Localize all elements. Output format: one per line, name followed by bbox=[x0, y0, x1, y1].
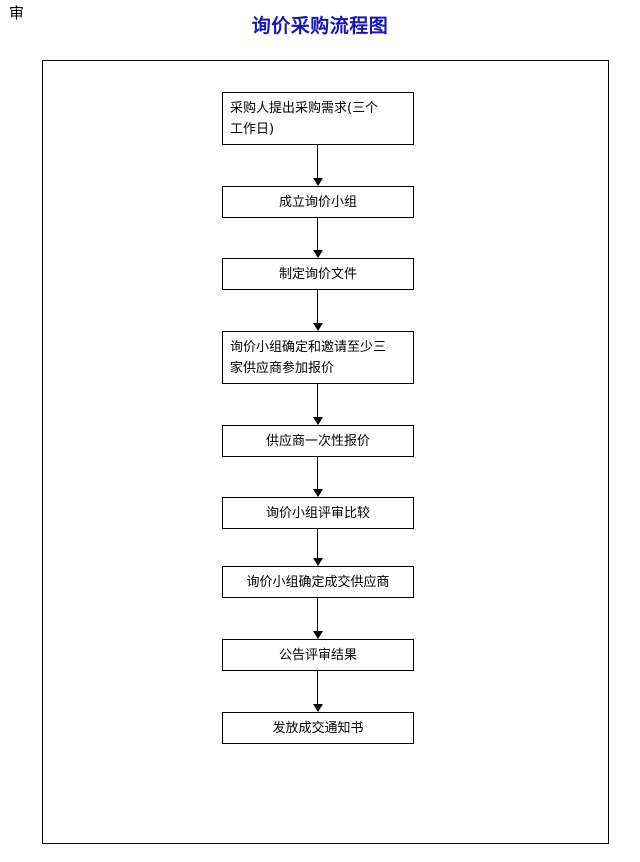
connector-4-to-5 bbox=[317, 384, 318, 417]
flow-node-5[interactable]: 供应商一次性报价 bbox=[222, 425, 414, 457]
arrowhead-1-to-2 bbox=[313, 178, 323, 186]
corner-annotation-character: 审 bbox=[9, 4, 25, 22]
page-title: 询价采购流程图 bbox=[251, 15, 389, 37]
arrowhead-4-to-5 bbox=[313, 417, 323, 425]
flow-node-9[interactable]: 发放成交通知书 bbox=[222, 712, 414, 744]
connector-8-to-9 bbox=[317, 671, 318, 704]
arrowhead-6-to-7 bbox=[313, 558, 323, 566]
connector-2-to-3 bbox=[317, 218, 318, 250]
diagram-outer-frame bbox=[42, 60, 609, 844]
flow-node-3[interactable]: 制定询价文件 bbox=[222, 258, 414, 290]
flow-node-4[interactable]: 询价小组确定和邀请至少三 家供应商参加报价 bbox=[222, 331, 414, 384]
flow-node-1-label: 采购人提出采购需求(三个 工作日) bbox=[230, 101, 379, 137]
arrowhead-7-to-8 bbox=[313, 631, 323, 639]
flow-node-9-label: 发放成交通知书 bbox=[272, 721, 364, 736]
flow-node-4-label: 询价小组确定和邀请至少三 家供应商参加报价 bbox=[230, 340, 387, 376]
flow-node-7[interactable]: 询价小组确定成交供应商 bbox=[222, 566, 414, 598]
connector-5-to-6 bbox=[317, 457, 318, 489]
flow-node-2[interactable]: 成立询价小组 bbox=[222, 186, 414, 218]
flow-node-3-label: 制定询价文件 bbox=[278, 267, 357, 282]
connector-3-to-4 bbox=[317, 290, 318, 323]
flow-node-8[interactable]: 公告评审结果 bbox=[222, 639, 414, 671]
flow-node-8-label: 公告评审结果 bbox=[278, 648, 357, 663]
arrowhead-8-to-9 bbox=[313, 704, 323, 712]
flow-node-5-label: 供应商一次性报价 bbox=[265, 434, 370, 449]
flow-node-7-label: 询价小组确定成交供应商 bbox=[246, 575, 390, 590]
arrowhead-5-to-6 bbox=[313, 489, 323, 497]
arrowhead-2-to-3 bbox=[313, 250, 323, 258]
flow-node-1[interactable]: 采购人提出采购需求(三个 工作日) bbox=[222, 92, 414, 145]
flow-node-6-label: 询价小组评审比较 bbox=[265, 506, 370, 521]
connector-1-to-2 bbox=[317, 145, 318, 178]
connector-7-to-8 bbox=[317, 598, 318, 631]
connector-6-to-7 bbox=[317, 529, 318, 558]
arrowhead-3-to-4 bbox=[313, 323, 323, 331]
flow-node-2-label: 成立询价小组 bbox=[278, 195, 357, 210]
flow-node-6[interactable]: 询价小组评审比较 bbox=[222, 497, 414, 529]
